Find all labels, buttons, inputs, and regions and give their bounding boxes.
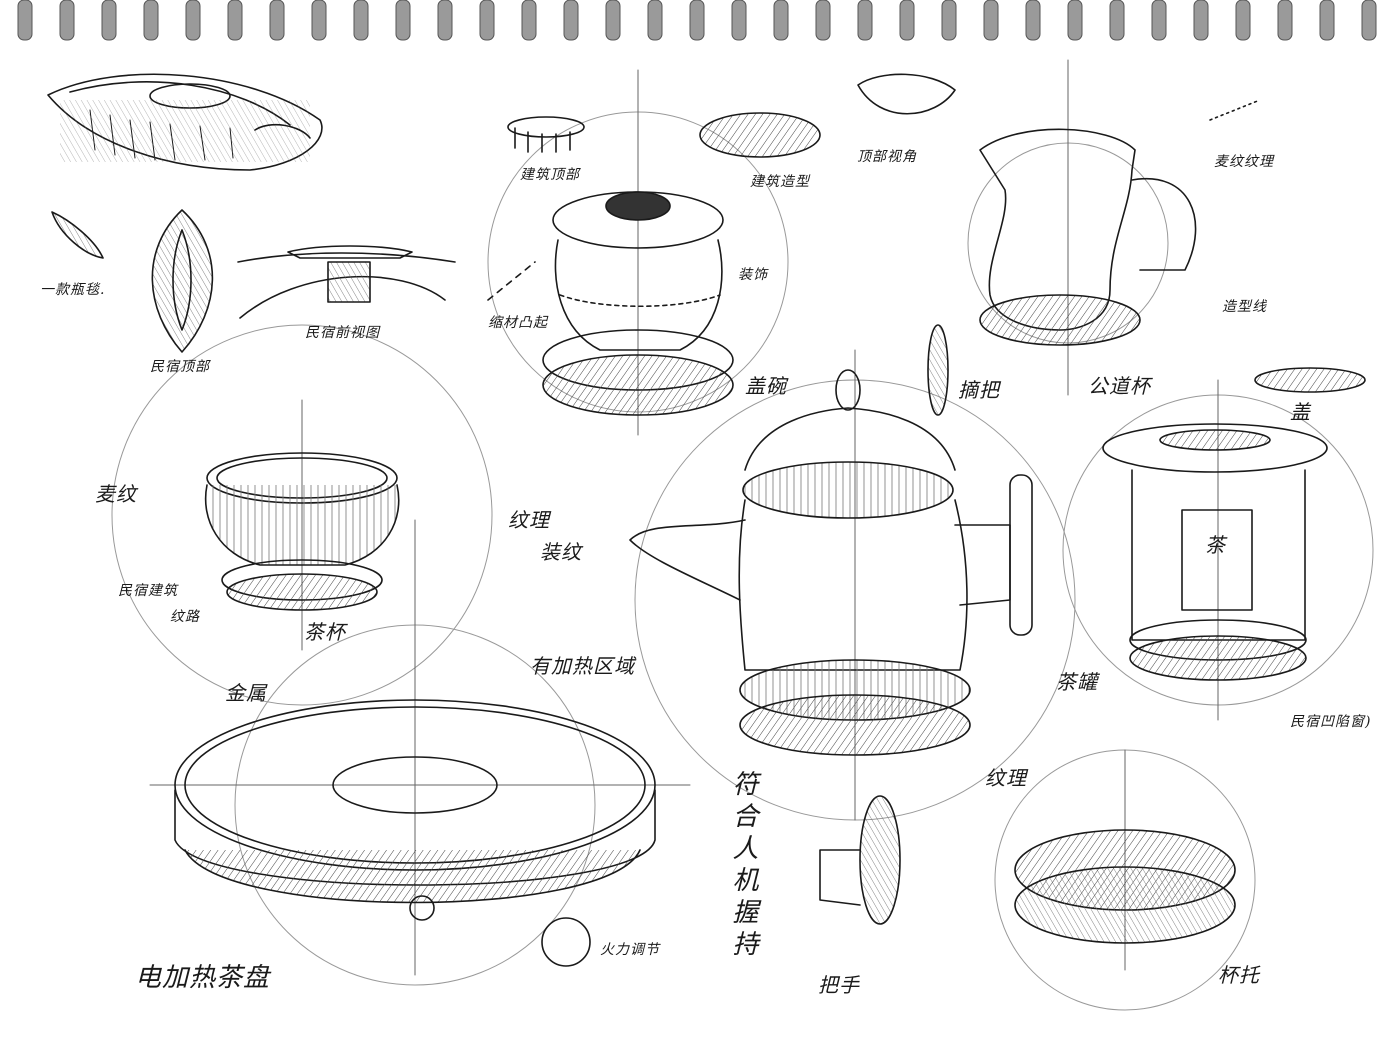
homestay-building-sketch	[47, 73, 323, 171]
homestay-build-pattern-label-2: 纹路	[170, 609, 200, 625]
fair-cup-label: 公道杯	[1088, 374, 1151, 398]
handle-label: 把手	[818, 973, 860, 997]
decor-pattern-label: 装饰	[738, 267, 768, 283]
tea-caddy-label: 茶罐	[1056, 670, 1098, 694]
teapot-sketch	[629, 324, 1076, 821]
pattern-texture-label: 麦纹纹理	[1214, 154, 1274, 170]
pattern-left-label: 麦纹	[95, 482, 137, 506]
homestay-build-pattern-label-1: 民宿建筑	[118, 583, 178, 599]
decor-tiles-label: 一款瓶毯.	[40, 282, 106, 298]
lid-label: 盖	[1290, 400, 1311, 424]
homestay-roof-label: 民宿顶部	[150, 359, 210, 375]
pattern-texture-2-label: 纹理	[508, 508, 550, 532]
heating-area-label: 有加热区域	[530, 654, 635, 678]
decor-pattern-2-label: 装纹	[540, 540, 582, 564]
homestay-front-view-label: 民宿前视图	[305, 325, 380, 341]
decor-bump-label: 缩材凸起	[488, 315, 548, 331]
ergonomic-label: 符合人机握持	[728, 770, 758, 962]
shape-line-label: 造型线	[1222, 299, 1267, 315]
tea-cup-label: 茶杯	[304, 620, 346, 644]
tea-caddy-sketch	[1062, 367, 1374, 721]
homestay-front-view-sketch	[237, 245, 456, 319]
electric-tray-label: 电加热茶盘	[135, 963, 271, 993]
leaf-tile-sketch	[51, 211, 104, 259]
roof-perspective-label: 顶部视角	[857, 149, 917, 165]
fire-knob-label: 火力调节	[600, 942, 660, 958]
homestay-window-label: 民宿凹陷窗)	[1290, 714, 1372, 730]
lid-bowl-sketch	[487, 69, 821, 436]
spiral-binding	[17, 0, 1377, 41]
texture-2-label: 纹理	[985, 766, 1027, 790]
cup-holder-label: 杯托	[1218, 963, 1260, 987]
tea-char-label: 茶	[1205, 533, 1226, 557]
handle-cup-holder-sketch	[819, 749, 1256, 1011]
lid-bowl-label: 盖碗	[745, 374, 787, 398]
fair-cup-sketch	[857, 59, 1261, 396]
building-roof-label: 建筑顶部	[520, 167, 580, 183]
electric-tray-sketch	[149, 519, 691, 986]
building-shape-label: 建筑造型	[750, 174, 810, 190]
homestay-roof-sketch	[151, 209, 214, 353]
metal-label: 金属	[225, 681, 267, 705]
tea-cup-sketch	[111, 324, 493, 706]
knob-handle-label: 摘把	[958, 378, 1000, 402]
